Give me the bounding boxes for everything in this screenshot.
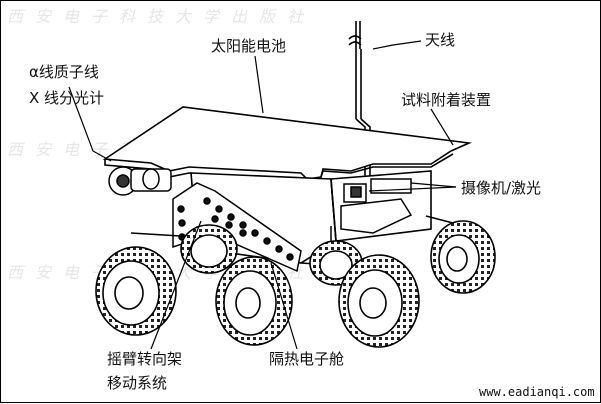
source-url: www.eadianqi.com: [479, 385, 595, 399]
solar-panel: [102, 106, 472, 180]
label-antenna: 天线: [425, 31, 456, 49]
label-mobility-system: 移动系统: [107, 374, 168, 392]
label-alpha-proton-line: α线质子线: [29, 63, 99, 81]
spectrometer-arm: [108, 166, 172, 196]
rocker-bogie: [130, 182, 454, 273]
wheel-mid-far: [309, 240, 363, 286]
label-xray-spectrometer: X 线分光计: [29, 89, 105, 107]
label-sample-device: 试料附着装置: [401, 91, 492, 109]
wheel-mid-near: [215, 256, 293, 346]
wheel-rear-near: [95, 246, 177, 336]
antenna-mast: [348, 21, 371, 191]
electronics-box-lower: [340, 198, 413, 234]
watermark-top: 西安电子科技大学出版社: [7, 7, 316, 26]
wheel-front-far: [430, 220, 496, 294]
wheel-rear-far: [180, 224, 238, 274]
label-electronics-box: 隔热电子舱: [269, 350, 345, 368]
label-solar-panel: 太阳能电池: [211, 37, 287, 55]
wheel-front-near: [338, 254, 420, 348]
label-camera-laser: 摄像机/激光: [461, 179, 542, 197]
label-rocker-bogie: 摇臂转向架: [107, 350, 183, 368]
leader-lines: [68, 40, 457, 350]
